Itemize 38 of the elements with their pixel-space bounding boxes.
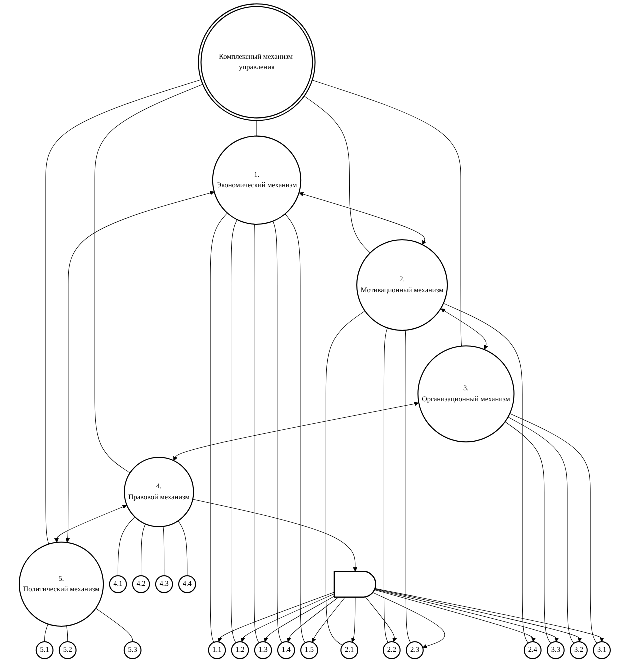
connector [254,224,260,644]
connector [141,524,146,576]
arrow [299,192,427,246]
arrow [373,592,446,649]
connector [304,96,371,254]
connector [118,516,136,576]
connector [231,220,238,644]
connector [163,526,165,576]
arrow [66,190,215,543]
connector [46,80,202,545]
connector [326,310,366,646]
arrow [312,597,346,643]
connector [66,626,68,642]
connector [508,417,574,644]
arrow [366,597,398,642]
arrow [218,592,335,642]
arrow [352,597,356,643]
connector [210,212,228,643]
connector [510,414,598,644]
connector [272,221,283,644]
connector [44,624,48,642]
connector [178,520,188,576]
connector [94,84,204,474]
arrow [286,597,339,642]
arrow [174,402,420,462]
connector [505,422,552,644]
arrow [54,504,128,543]
connector [405,330,412,644]
connector [384,328,389,644]
connector [312,80,462,347]
arrow [192,499,358,572]
arrow [264,596,335,642]
connector [443,303,529,644]
connector [285,214,306,644]
connector [256,120,258,137]
connector [96,608,134,642]
arrow [240,594,335,642]
arrow [440,308,488,350]
